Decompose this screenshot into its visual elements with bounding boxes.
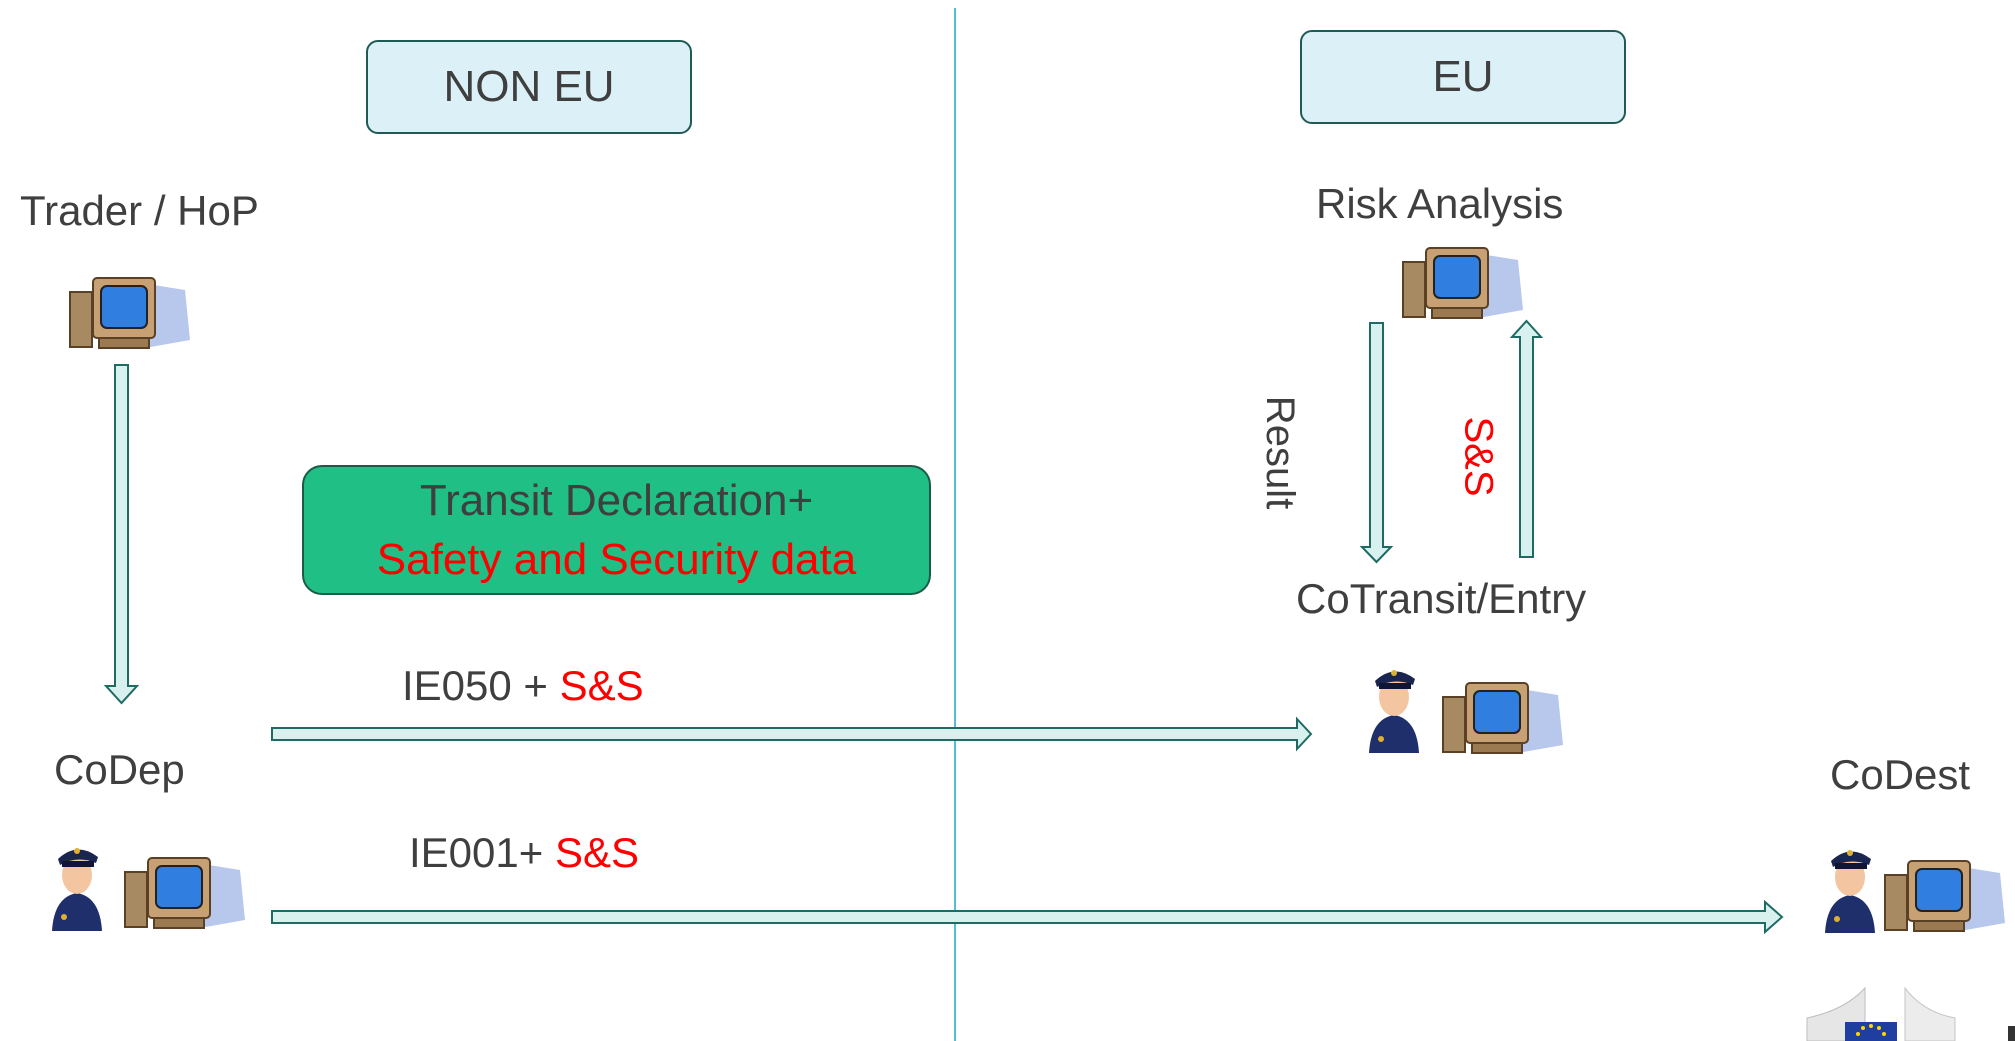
transit-declaration-box: Transit Declaration+ Safety and Security… [302,465,931,595]
ie050-sns: S&S [559,662,644,709]
sns-up-arrow [1509,319,1544,558]
ie050-label: IE050 + S&S [402,665,644,707]
computer-icon [124,857,245,929]
non-eu-zone-text: NON EU [443,62,615,111]
cotransit-entry-label: CoTransit/Entry [1296,575,1587,622]
declaration-line-2: Safety and Security data [376,535,857,584]
ie001-arrow [271,899,1784,935]
ie001-sns: S&S [554,829,640,876]
eu-commission-logo-icon [1806,986,2015,1041]
codep-label: CoDep [54,746,185,793]
customs-officer-icon [52,848,102,931]
computer-icon [1402,247,1523,319]
risk-analysis-label: Risk Analysis [1316,180,1564,227]
computer-icon [1884,860,2005,932]
result-arrow [1359,322,1394,564]
codest-label: CoDest [1830,751,1971,798]
declaration-line-1: Transit Declaration+ [419,475,814,525]
eu-zone-label: EU [1300,30,1626,124]
ie001-prefix: IE001+ [409,829,555,876]
computer-icon [69,277,190,349]
trader-label: Trader / HoP [20,187,259,234]
border-divider [954,8,956,1041]
eu-zone-text: EU [1432,52,1494,101]
customs-officer-icon [1369,670,1419,753]
customs-officer-icon [1825,850,1875,933]
ie050-prefix: IE050 + [402,662,560,709]
computer-icon [1442,682,1563,754]
non-eu-zone-label: NON EU [366,40,692,134]
ie001-label: IE001+ S&S [409,832,639,874]
trader-to-codep-arrow [103,364,140,705]
ie050-arrow [271,716,1313,752]
